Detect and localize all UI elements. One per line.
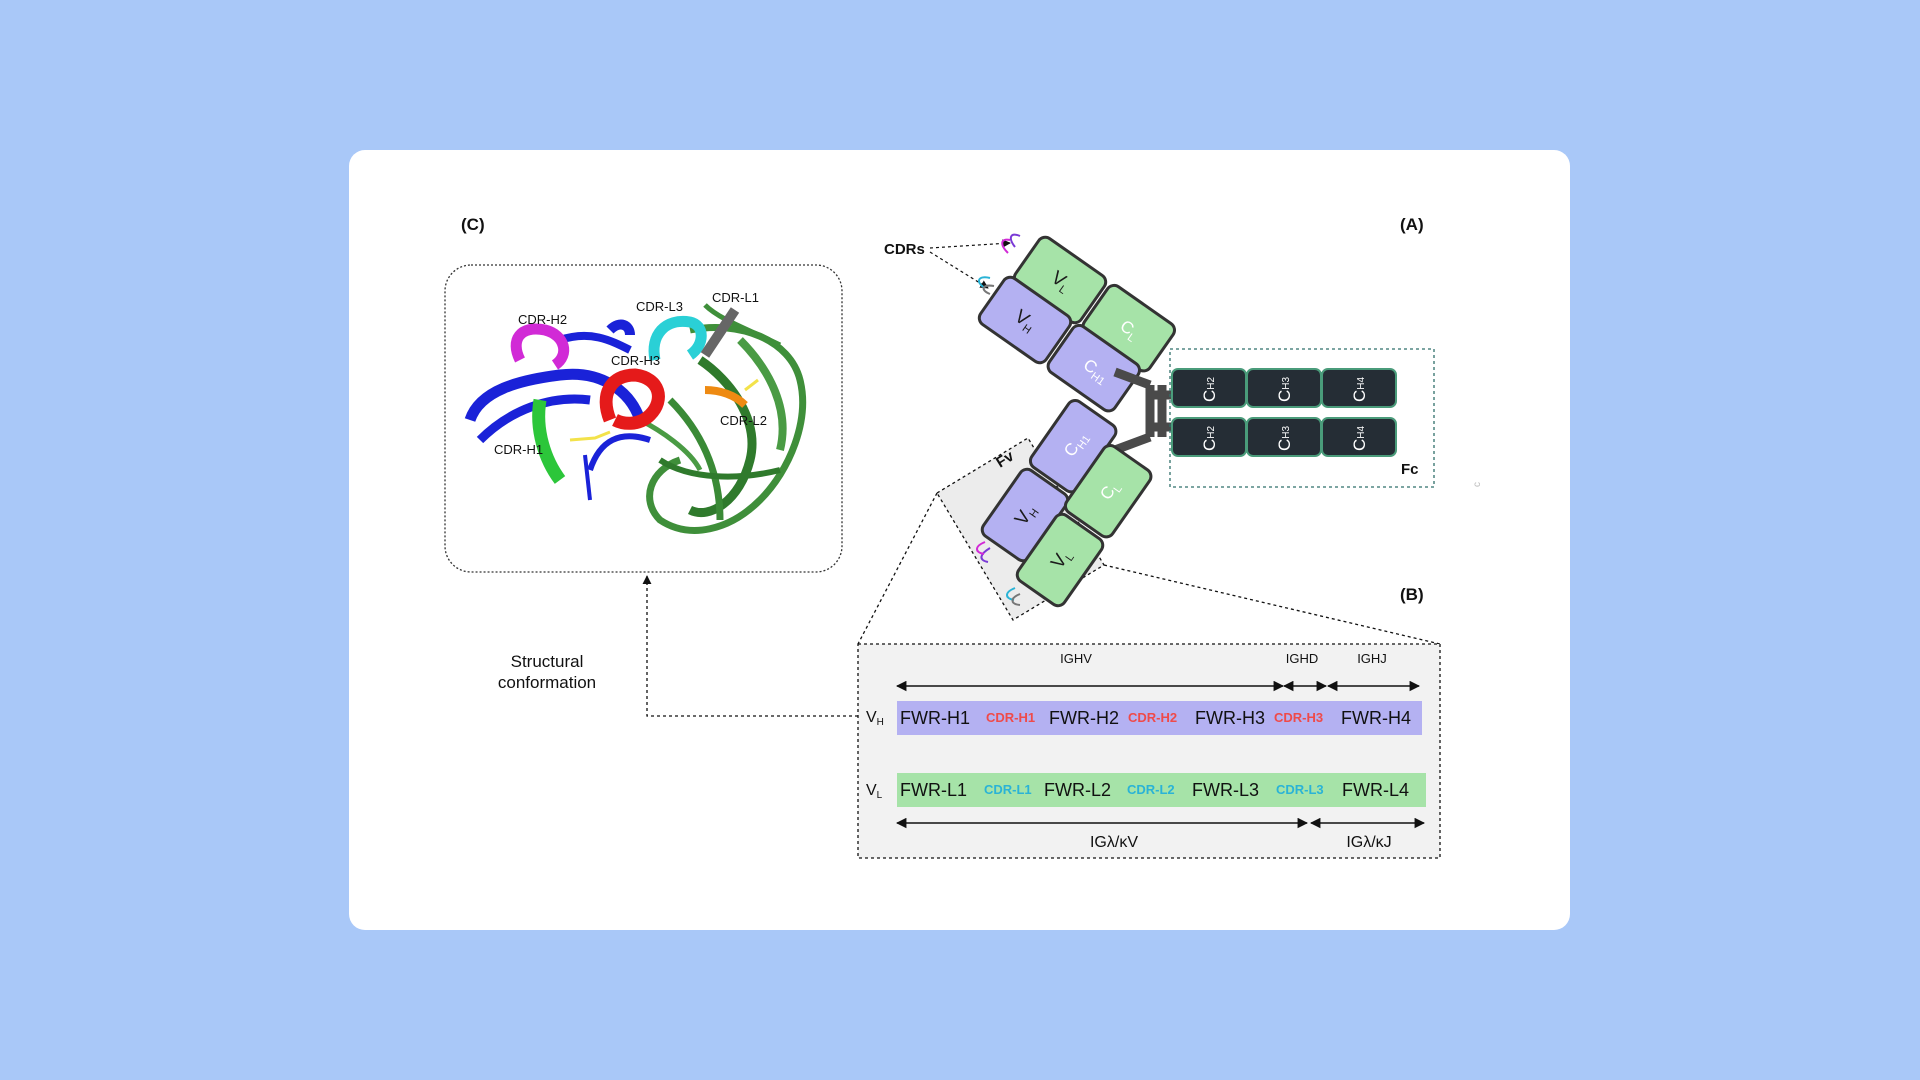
stray-mark: c [1472, 482, 1483, 487]
structure-frame [444, 264, 843, 573]
vh-seg-cdr-h3: CDR-H3 [1274, 710, 1323, 725]
sequence-frame [857, 643, 1441, 859]
vl-seg-fwr-l3: FWR-L3 [1192, 780, 1259, 800]
vl-bar [897, 773, 1426, 807]
vh-seg-fwr-h1: FWR-H1 [900, 708, 970, 728]
panel-label-c: (C) [461, 215, 485, 234]
gene-ighv: IGHV [1060, 651, 1092, 666]
fc-frame [1169, 348, 1435, 488]
cdr-l2-label: CDR-L2 [720, 413, 767, 428]
vl-seg-fwr-l4: FWR-L4 [1342, 780, 1409, 800]
upper-heavy-chain [977, 275, 1141, 413]
cdr-h3-label: CDR-H3 [611, 353, 660, 368]
vh-bar [897, 701, 1422, 735]
ch3-label-upper: CH3 [1275, 376, 1294, 402]
vl-seg-cdr-l2: CDR-L2 [1127, 782, 1175, 797]
upper-cdr-loops [978, 233, 1021, 295]
cdrs-label: CDRs [884, 241, 925, 258]
cdr-l3-label: CDR-L3 [636, 299, 683, 314]
vl-row-label: VL [866, 782, 883, 801]
vh-seg-fwr-h3: FWR-H3 [1195, 708, 1265, 728]
vh-seg-cdr-h1: CDR-H1 [986, 710, 1035, 725]
protein-ribbon [464, 303, 807, 534]
expand-line-left [857, 492, 938, 645]
fc-row-lower [1171, 417, 1397, 457]
gene-ighj: IGHJ [1357, 651, 1387, 666]
panel-label-a: (A) [1400, 215, 1424, 234]
structure-connector [642, 575, 858, 717]
caption-line-2: conformation [498, 673, 596, 692]
panel-label-b: (B) [1400, 585, 1424, 604]
cdr-l1-label: CDR-L1 [712, 290, 759, 305]
fc-row-upper [1171, 368, 1397, 408]
vh-seg-fwr-h4: FWR-H4 [1341, 708, 1411, 728]
vl-seg-fwr-l1: FWR-L1 [900, 780, 967, 800]
vl-seg-cdr-l1: CDR-L1 [984, 782, 1032, 797]
expand-line-right [1103, 564, 1441, 645]
vh-row-label: VH [866, 709, 884, 728]
gene-ighd: IGHD [1286, 651, 1319, 666]
vl-seg-cdr-l3: CDR-L3 [1276, 782, 1324, 797]
vh-seg-fwr-h2: FWR-H2 [1049, 708, 1119, 728]
lower-light-chain [1015, 444, 1153, 608]
ch4-label-upper: CH4 [1350, 376, 1369, 402]
ch3-label-lower: CH3 [1275, 425, 1294, 451]
cdr-h1-label: CDR-H1 [494, 442, 543, 457]
hinge [1113, 367, 1172, 455]
vl-seg-fwr-l2: FWR-L2 [1044, 780, 1111, 800]
vh-seg-cdr-h2: CDR-H2 [1128, 710, 1177, 725]
ch2-label-lower: CH2 [1200, 425, 1219, 451]
ch4-label-lower: CH4 [1350, 425, 1369, 451]
gene-iglkj: IGλ/κJ [1346, 834, 1391, 851]
fc-label: Fc [1401, 461, 1419, 478]
ch2-label-upper: CH2 [1200, 376, 1219, 402]
lower-cdr-loops [976, 541, 1021, 606]
gene-iglkv: IGλ/κV [1090, 834, 1138, 851]
cdr-h2-label: CDR-H2 [518, 312, 567, 327]
caption-line-1: Structural [511, 652, 584, 671]
